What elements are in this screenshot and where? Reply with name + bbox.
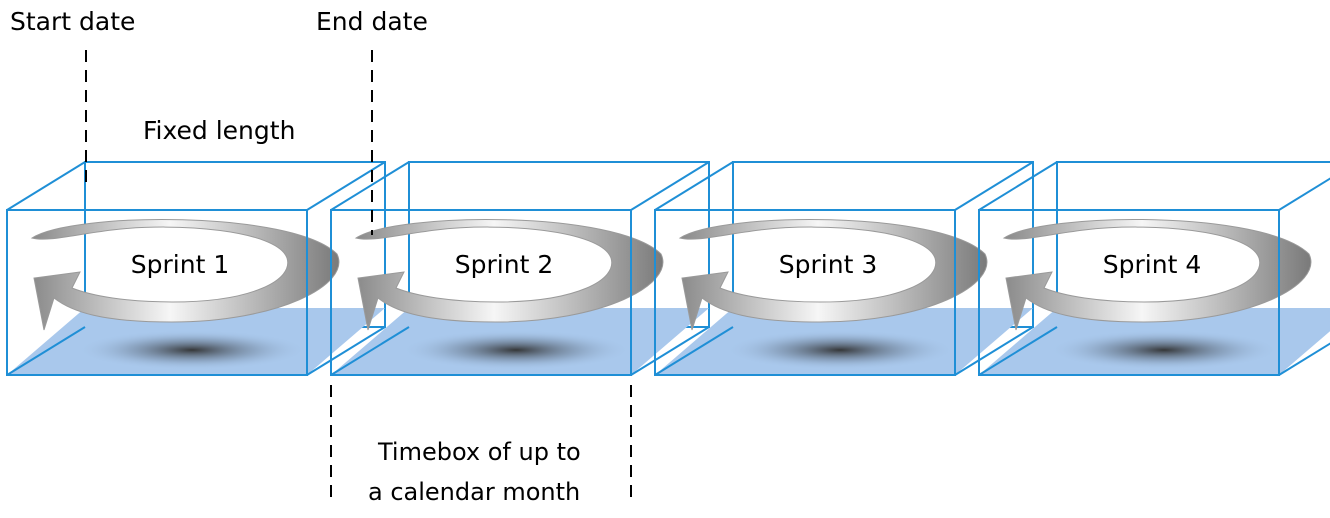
timebox-label-line1: Timebox of up to	[377, 438, 581, 466]
end-date-label: End date	[316, 7, 428, 36]
sprint-label: Sprint 2	[455, 250, 553, 279]
timebox-label-line2: a calendar month	[368, 478, 580, 506]
box-edge	[6, 326, 86, 376]
box-shadow	[77, 330, 307, 370]
box-front-face	[6, 209, 308, 376]
circular-arrow-icon	[1002, 219, 1312, 331]
sprint-label: Sprint 1	[131, 250, 229, 279]
box-front-face	[654, 209, 956, 376]
sprint-label: Sprint 3	[779, 250, 877, 279]
start-date-label: Start date	[10, 7, 135, 36]
sprint-box-2: Sprint 2	[330, 161, 710, 376]
box-edge	[978, 326, 1058, 376]
box-edge	[954, 161, 1034, 211]
box-edge	[654, 161, 734, 211]
box-edge	[954, 326, 1034, 376]
circular-arrow-icon	[354, 219, 664, 331]
box-shadow	[1049, 330, 1279, 370]
box-edge	[330, 161, 410, 211]
sprint-box-4: Sprint 4	[978, 161, 1330, 376]
box-front-face	[978, 209, 1280, 376]
circular-arrow-icon	[30, 219, 340, 331]
box-edge	[630, 161, 710, 211]
box-edge	[6, 161, 86, 211]
sprint-label: Sprint 4	[1103, 250, 1201, 279]
box-edge	[1278, 342, 1330, 376]
sprint-box-3: Sprint 3	[654, 161, 1034, 376]
box-shadow	[725, 330, 955, 370]
box-edge	[654, 326, 734, 376]
circular-arrow-icon	[678, 219, 988, 331]
sprint-boxes: Sprint 1 Sprint 2 Sprint 3 Sprint 4	[6, 161, 1330, 376]
box-edge	[630, 326, 710, 376]
box-edge	[306, 326, 386, 376]
box-shadow	[401, 330, 631, 370]
box-edge	[306, 161, 386, 211]
box-edge	[1278, 177, 1330, 211]
sprint-box-1: Sprint 1	[6, 161, 386, 376]
fixed-length-label: Fixed length	[143, 116, 295, 145]
box-edge	[978, 161, 1058, 211]
box-edge	[330, 326, 410, 376]
box-front-face	[330, 209, 632, 376]
